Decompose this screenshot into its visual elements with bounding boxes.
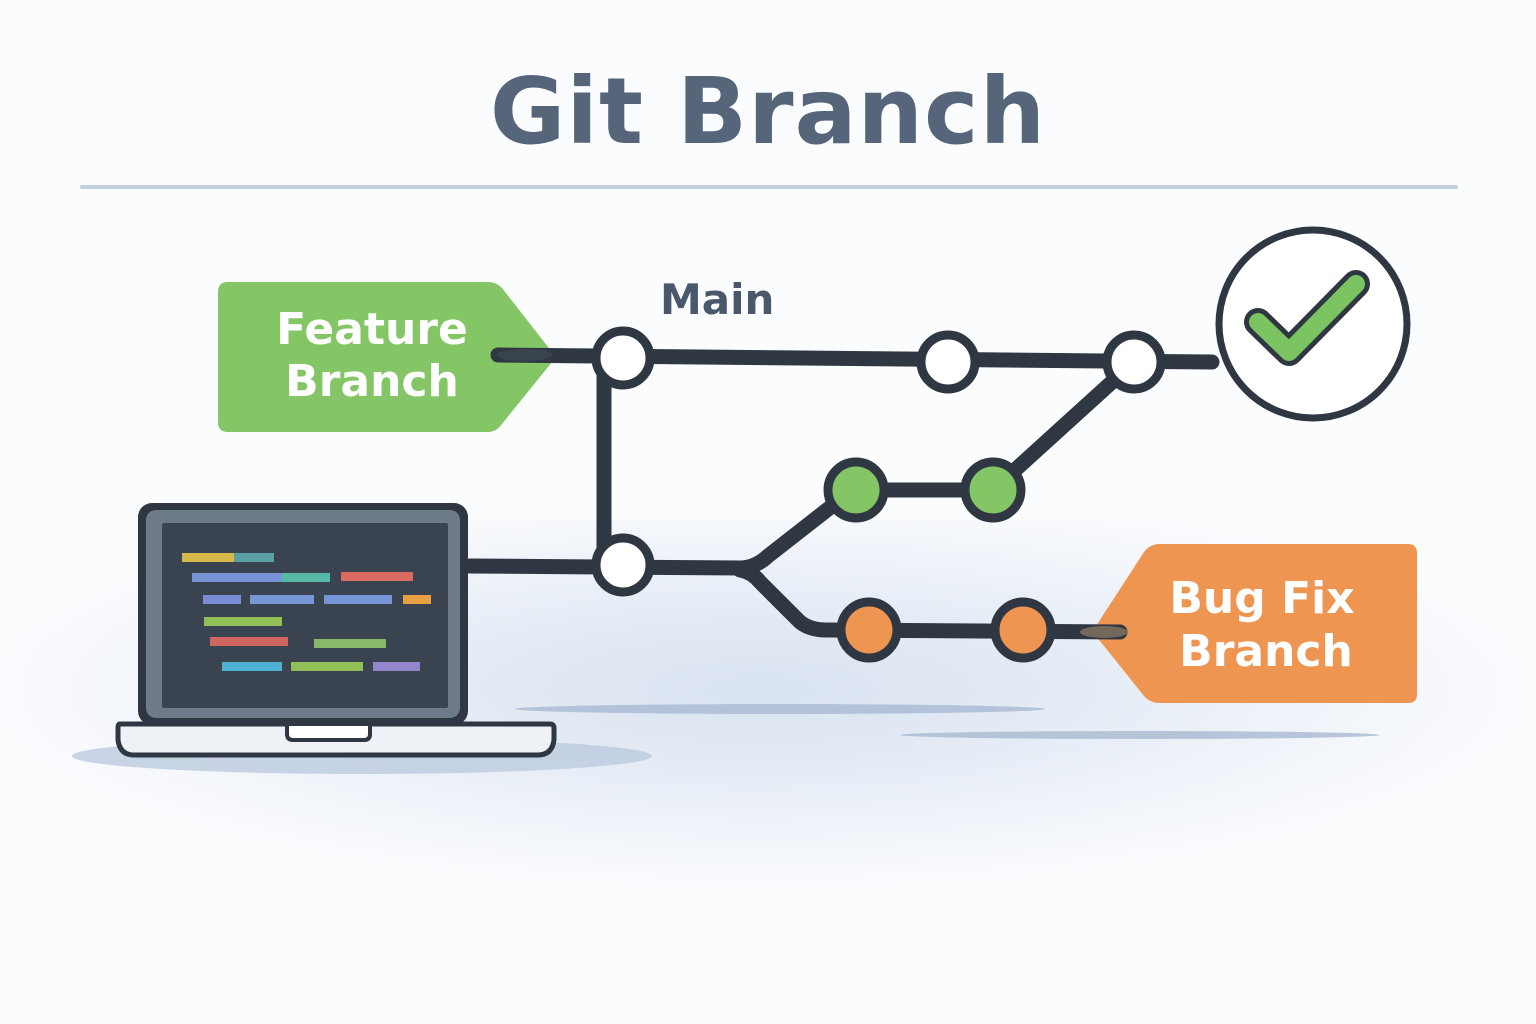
bugfix-connector <box>1080 626 1128 638</box>
bugfix-tag-line1: Bug Fix <box>1169 573 1354 624</box>
code-lines <box>182 553 431 671</box>
bugfix-commit-2[interactable] <box>990 597 1056 663</box>
feature-branch-out <box>462 480 863 576</box>
bugfix-commit-1[interactable] <box>836 597 902 663</box>
bugfix-tag-line2: Branch <box>1179 626 1353 677</box>
feature-tag-line2: Branch <box>285 356 459 407</box>
ground-shadow <box>515 704 1045 714</box>
base-commit[interactable] <box>591 533 655 597</box>
feature-commit-2[interactable] <box>960 457 1026 523</box>
laptop-icon <box>115 503 557 758</box>
feature-branch-tag: Feature Branch <box>218 282 554 432</box>
feature-tag-line1: Feature <box>276 304 468 355</box>
main-commit-3[interactable] <box>1102 330 1166 394</box>
merge-success <box>1215 226 1411 422</box>
ground-shadow <box>900 731 1380 739</box>
title-divider <box>80 185 1458 189</box>
feature-connector <box>497 349 553 361</box>
bugfix-branch-tag: Bug Fix Branch <box>1094 544 1417 703</box>
laptop-screen <box>162 523 448 708</box>
bugfix-line <box>732 562 1128 640</box>
main-branch-label: Main <box>660 275 774 324</box>
main-commit-1[interactable] <box>591 326 655 390</box>
main-commit-2[interactable] <box>916 330 980 394</box>
commits <box>591 326 1166 663</box>
laptop-notch <box>285 722 372 742</box>
feature-commit-1[interactable] <box>823 457 889 523</box>
page-title: Git Branch <box>489 58 1047 165</box>
checkmark-icon <box>1249 275 1365 361</box>
